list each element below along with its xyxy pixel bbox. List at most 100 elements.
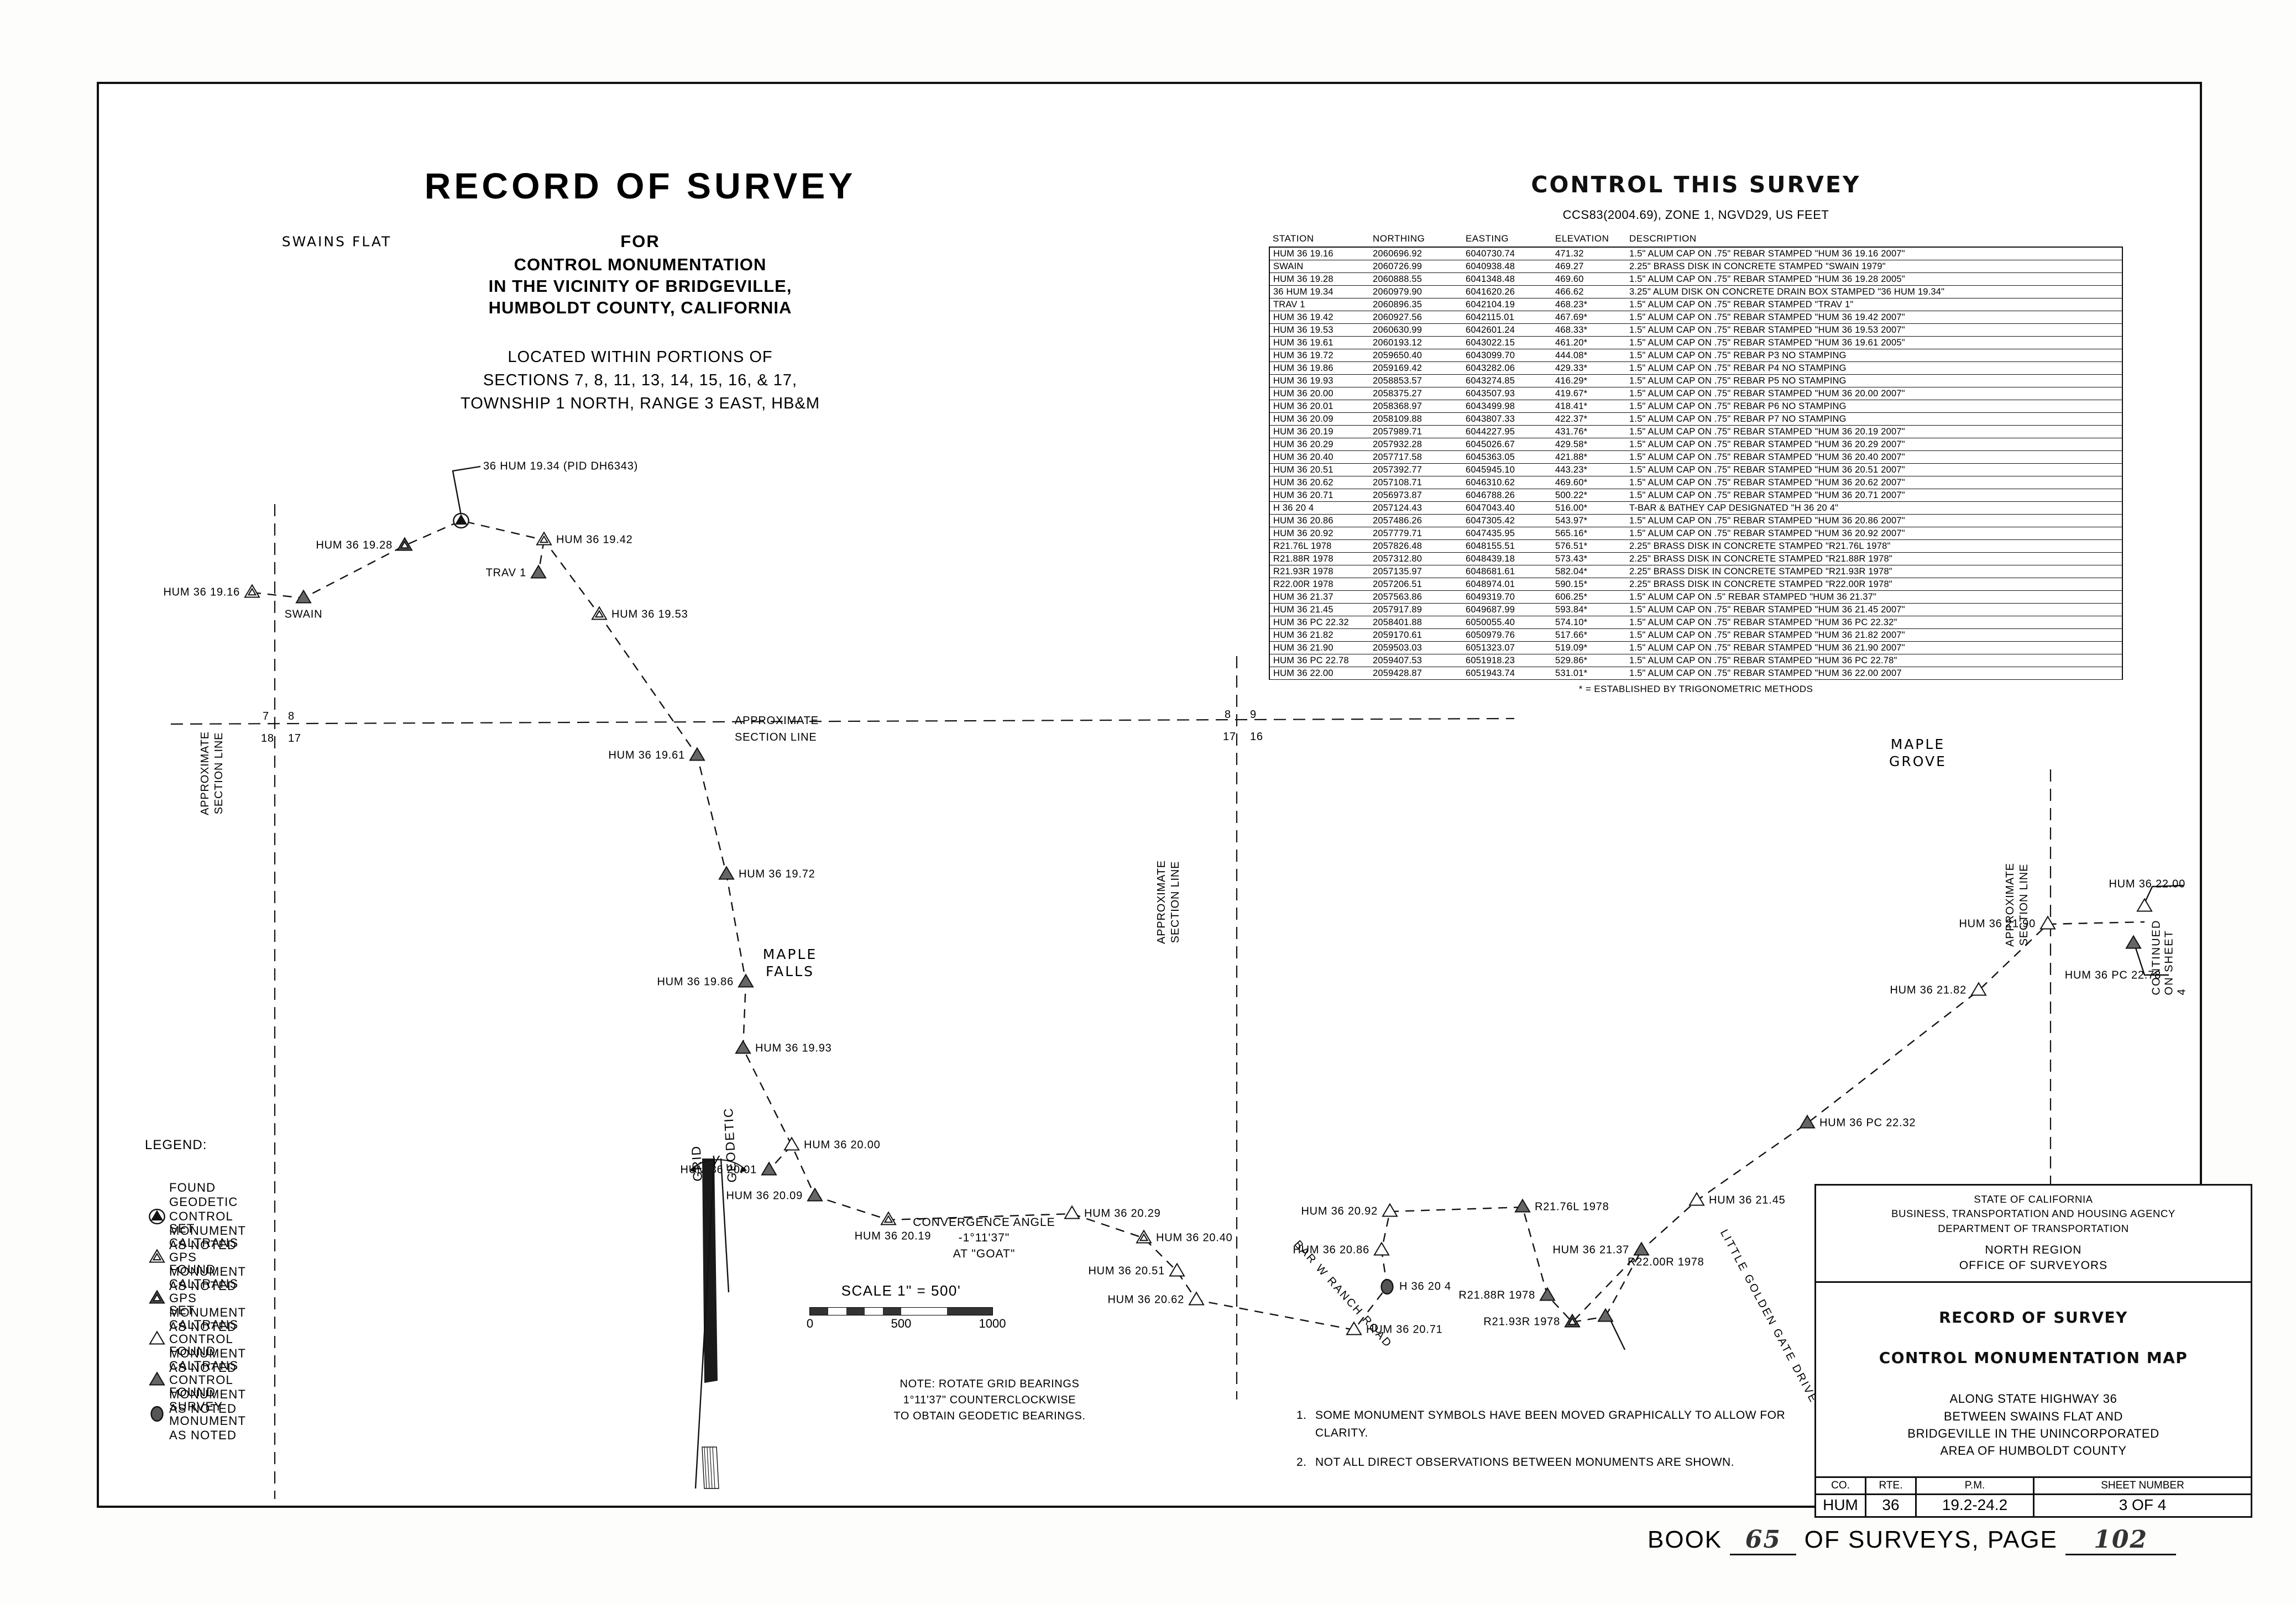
monument-label: R21.88R 1978 <box>1458 1289 1535 1302</box>
note-1: 1. SOME MONUMENT SYMBOLS HAVE BEEN MOVED… <box>1296 1407 1829 1441</box>
title-subject-line-3: HUMBOLDT COUNTY, CALIFORNIA <box>488 298 792 317</box>
title-block-description: ALONG STATE HIGHWAY 36 BETWEEN SWAINS FL… <box>1816 1390 2251 1459</box>
monument-label: HUM 36 21.90 <box>1959 918 2036 930</box>
cell-easting: 6043022.15 <box>1466 337 1515 348</box>
monument-label: HUM 36 20.92 <box>1301 1205 1378 1218</box>
monument-label: HUM 36 20.40 <box>1156 1231 1233 1244</box>
cell-easting: 6042601.24 <box>1466 324 1515 335</box>
monument-label: HUM 36 PC 22.78 <box>2064 969 2161 982</box>
header-elevation: ELEVATION <box>1555 233 1609 244</box>
title-subject-line-2: IN THE VICINITY OF BRIDGEVILLE, <box>488 276 792 296</box>
scale-tick-labels: 0 500 1000 <box>807 1317 1006 1331</box>
book-label: BOOK <box>1648 1526 1723 1553</box>
cell-elevation: 531.01* <box>1555 668 1588 678</box>
grid-north-needle <box>702 1159 718 1383</box>
cell-description: 1.5" ALUM CAP ON .75" REBAR STAMPED "HUM… <box>1629 248 1905 259</box>
cell-station: HUM 36 19.53 <box>1273 324 1333 335</box>
cell-northing: 2059407.53 <box>1373 655 1422 665</box>
cell-northing: 2057563.86 <box>1373 591 1422 602</box>
title-township-line: TOWNSHIP 1 NORTH, RANGE 3 EAST, HB&M <box>461 395 820 412</box>
control-table-footnote: * = ESTABLISHED BY TRIGONOMETRIC METHODS <box>1578 684 1813 694</box>
scale-bar-panel: SCALE 1" = 500' 0 500 1000 <box>782 1282 1020 1331</box>
cell-elevation: 467.69* <box>1555 312 1588 322</box>
cell-station: HUM 36 20.40 <box>1273 452 1333 462</box>
monument-symbol-set-control <box>783 1136 800 1151</box>
monument-symbol-found-control <box>295 589 312 604</box>
monument-symbol-set-gps <box>536 531 552 546</box>
title-sections-line: SECTIONS 7, 8, 11, 13, 14, 15, 16, & 17, <box>483 371 798 389</box>
cell-station: HUM 36 20.86 <box>1273 515 1333 526</box>
section-corner-number: 16 <box>1250 731 1263 743</box>
cell-northing: 2057932.28 <box>1373 439 1422 449</box>
cell-easting: 6040938.48 <box>1466 261 1515 271</box>
title-subject-line-1: CONTROL MONUMENTATION <box>514 255 767 274</box>
monument-symbol-set-control <box>1970 982 1987 996</box>
monument-label: 36 HUM 19.34 (PID DH6343) <box>483 460 639 473</box>
cell-station: HUM 36 21.37 <box>1273 591 1333 602</box>
monument-symbol-found-control <box>149 1371 165 1386</box>
cell-elevation: 431.76* <box>1555 426 1588 437</box>
monument-label: HUM 36 20.29 <box>1084 1207 1161 1220</box>
grid-header-pm: P.M. <box>1915 1478 2034 1495</box>
cell-easting: 6042104.19 <box>1466 299 1515 310</box>
cell-elevation: 573.43* <box>1555 553 1588 564</box>
monument-symbol-found-survey <box>150 1406 164 1422</box>
cell-description: 1.5" ALUM CAP ON .75" REBAR STAMPED "HUM… <box>1629 668 1902 678</box>
cell-easting: 6051943.74 <box>1466 668 1515 678</box>
geodetic-line-b <box>720 1158 730 1293</box>
cell-easting: 6045945.10 <box>1466 464 1515 475</box>
monument-symbol-found-survey <box>1380 1278 1394 1295</box>
cell-northing: 2060896.35 <box>1373 299 1422 310</box>
cell-description: 1.5" ALUM CAP ON .75" REBAR P4 NO STAMPI… <box>1629 363 1847 373</box>
header-description: DESCRIPTION <box>1629 233 1697 244</box>
cell-northing: 2059650.40 <box>1373 350 1422 360</box>
cell-elevation: 469.27 <box>1555 261 1584 271</box>
monument-label: HUM 36 21.45 <box>1709 1194 1786 1207</box>
cell-easting: 6051323.07 <box>1466 642 1515 653</box>
cell-description: 1.5" ALUM CAP ON .75" REBAR STAMPED "HUM… <box>1629 388 1905 399</box>
cell-elevation: 471.32 <box>1555 248 1584 259</box>
monument-label: SWAIN <box>284 608 323 621</box>
cell-description: 1.5" ALUM CAP ON .75" REBAR STAMPED "HUM… <box>1629 312 1905 322</box>
cell-station: HUM 36 PC 22.32 <box>1273 617 1349 627</box>
grid-value-pm: 19.2-24.2 <box>1915 1493 2034 1516</box>
cell-elevation: 469.60 <box>1555 274 1584 284</box>
cell-elevation: 606.25* <box>1555 591 1588 602</box>
cell-easting: 6047435.95 <box>1466 528 1515 538</box>
cell-easting: 6049687.99 <box>1466 604 1515 615</box>
cell-easting: 6046788.26 <box>1466 490 1515 500</box>
header-station: STATION <box>1273 233 1314 244</box>
office-line-2: OFFICE OF SURVEYORS <box>1959 1259 2108 1272</box>
section-line-label: SECTION LINE <box>735 731 817 743</box>
cell-easting: 6051918.23 <box>1466 655 1515 665</box>
agency-line-1: STATE OF CALIFORNIA <box>1974 1193 2093 1205</box>
book-number: 65 <box>1730 1526 1797 1555</box>
cell-elevation: 593.84* <box>1555 604 1588 615</box>
cell-station: HUM 36 20.62 <box>1273 477 1333 488</box>
title-block-control-monumentation-map: CONTROL MONUMENTATION MAP <box>1879 1349 2188 1367</box>
cell-elevation: 574.10* <box>1555 617 1588 627</box>
cell-description: 1.5" ALUM CAP ON .75" REBAR STAMPED "HUM… <box>1629 655 1897 665</box>
footer-mid-label: OF SURVEYS, PAGE <box>1804 1526 2058 1553</box>
cell-elevation: 416.29* <box>1555 375 1588 386</box>
cell-description: 2.25" BRASS DISK IN CONCRETE STAMPED "SW… <box>1629 261 1886 271</box>
general-notes: 1. SOME MONUMENT SYMBOLS HAVE BEEN MOVED… <box>1296 1407 1829 1484</box>
cell-description: 1.5" ALUM CAP ON .75" REBAR STAMPED "HUM… <box>1629 617 1897 627</box>
cell-northing: 2060630.99 <box>1373 324 1422 335</box>
monument-symbol-set-control <box>1188 1291 1205 1306</box>
